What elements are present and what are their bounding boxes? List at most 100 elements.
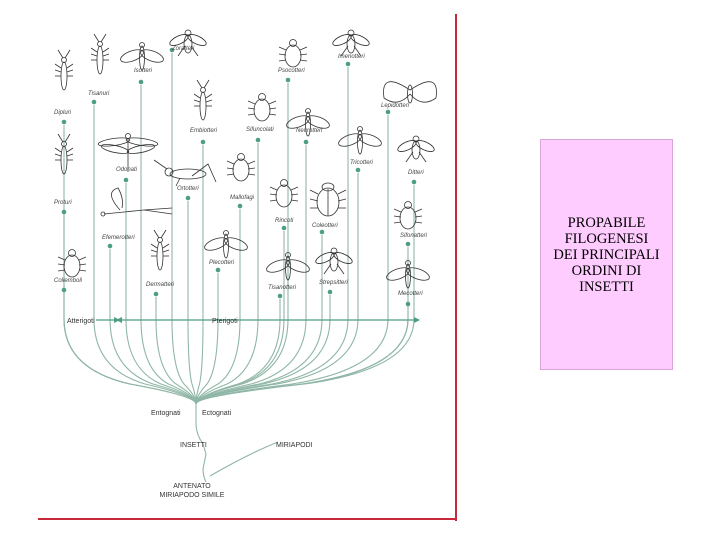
tip-ditteri — [411, 179, 417, 185]
insect-plecotteri-icon — [204, 230, 248, 259]
insect-ortotteri-icon — [153, 159, 217, 187]
order-label-psocotteri: Psocotteri — [278, 68, 305, 74]
label-myriapods: MIRIAPODI — [276, 442, 313, 449]
branch-collemboli — [63, 293, 197, 405]
title-box: PROPABILE FILOGENESI DEI PRINCIPALI ORDI… — [540, 139, 673, 370]
insect-odonati-icon — [97, 133, 159, 172]
tip-odonati — [123, 177, 129, 183]
tip-imenotteri — [345, 61, 351, 67]
branch-lines — [63, 53, 415, 483]
trunk-insetti — [202, 453, 207, 483]
order-label-neurotteri: Neurotteri — [296, 128, 323, 134]
branch-strepsitteri — [195, 295, 331, 405]
order-label-imenotteri: Imenotteri — [338, 54, 365, 60]
order-label-sifuncolati: Sifuncolati — [246, 127, 274, 133]
tip-mallofagi — [237, 203, 243, 209]
branch-neurotteri — [195, 145, 307, 405]
branch-sifuncolati — [195, 143, 259, 405]
tip-ortotteri — [185, 195, 191, 201]
order-label-rincoti: Rincoti — [275, 218, 294, 224]
insect-lepidotteri-icon — [383, 81, 437, 104]
branch-tips — [61, 47, 417, 307]
order-label-proturi: Proturi — [54, 200, 72, 206]
order-label-isotteri: Isotteri — [134, 68, 153, 74]
order-label-sifonatteri: Sifonatteri — [400, 233, 428, 239]
insect-sifuncolati-icon — [247, 93, 277, 122]
insect-efemerotteri-icon — [100, 187, 173, 217]
insect-sifonatteri-icon — [393, 201, 423, 230]
order-label-odonati: Odonati — [116, 167, 138, 173]
label-ectognathi: Ectognati — [202, 410, 232, 417]
order-label-ortotteri: Ortotteri — [177, 186, 199, 192]
tip-tisanuri — [91, 99, 97, 105]
branch-zoratteri — [171, 53, 197, 405]
tip-dermatteri — [153, 291, 159, 297]
order-label-collemboli: Collemboli — [54, 278, 83, 284]
tip-plecotteri — [215, 267, 221, 273]
insect-ditteri-icon — [397, 135, 435, 163]
tip-embiotteri — [200, 139, 206, 145]
insect-dermatteri-icon — [150, 229, 170, 271]
insect-proturi-icon — [54, 133, 74, 175]
order-label-dermatteri: Dermatteri — [146, 282, 175, 288]
order-label-tisanotteri: Tisanotteri — [268, 285, 297, 291]
insect-collemboli-icon — [57, 249, 87, 278]
branch-efemerotteri — [109, 249, 197, 405]
order-label-dipluri: Dipluri — [54, 110, 72, 116]
tip-tisanotteri — [277, 293, 283, 299]
branch-mallofagi — [195, 209, 241, 405]
insect-mallofagi-icon — [226, 153, 256, 182]
trunk-miriapodi — [209, 441, 279, 477]
insect-zoratteri-icon — [169, 29, 207, 57]
insect-tricotteri-icon — [338, 126, 382, 155]
branch-ditteri — [195, 185, 415, 405]
tip-mecotteri — [405, 301, 411, 307]
order-label-ditteri: Ditteri — [408, 170, 424, 176]
figure-border-right — [455, 14, 457, 521]
branch-odonati — [125, 183, 197, 405]
insect-coleotteri-icon — [309, 182, 347, 217]
branch-imenotteri — [195, 67, 349, 405]
insect-tisanuri-icon — [90, 33, 110, 75]
tip-tricotteri — [355, 167, 361, 173]
insect-rincoti-icon — [269, 179, 299, 208]
insect-mecotteri-icon — [386, 260, 430, 289]
branch-tisanuri — [93, 105, 197, 405]
slide-title: PROPABILE FILOGENESI DEI PRINCIPALI ORDI… — [553, 214, 660, 295]
insect-neurotteri-icon — [286, 108, 330, 137]
tip-zoratteri — [169, 47, 175, 53]
grade-arrow — [96, 317, 420, 323]
order-label-coleotteri: Coleotteri — [312, 223, 338, 229]
insect-isotteri-icon — [120, 42, 164, 71]
branch-proturi — [63, 215, 197, 405]
tip-efemerotteri — [107, 243, 113, 249]
branch-mecotteri — [195, 307, 409, 405]
tip-coleotteri — [319, 229, 325, 235]
branch-tricotteri — [195, 173, 359, 405]
insect-dipluri-icon — [54, 49, 74, 91]
order-label-zoratteri: Zoratteri — [171, 46, 195, 52]
label-apterygota: Atterigoti — [67, 318, 95, 325]
tip-neurotteri — [303, 139, 309, 145]
tip-lepidotteri — [385, 109, 391, 115]
tip-psocotteri — [285, 77, 291, 83]
branch-sifonatteri — [195, 247, 409, 405]
insect-psocotteri-icon — [278, 39, 308, 68]
tip-dipluri — [61, 119, 67, 125]
order-label-efemerotteri: Efemerotteri — [102, 235, 135, 241]
order-label-mecotteri: Mecotteri — [398, 291, 423, 297]
order-label-strepsitteri: Strepsitteri — [319, 280, 348, 286]
tip-isotteri — [138, 79, 144, 85]
branch-tisanotteri — [195, 299, 281, 405]
tip-rincoti — [281, 225, 287, 231]
label-entognathi: Entognati — [151, 410, 181, 417]
tip-collemboli — [61, 287, 67, 293]
order-label-embiotteri: Embiotteri — [190, 128, 218, 134]
trunk-entognati — [195, 404, 207, 455]
insect-imenotteri-icon — [332, 29, 370, 57]
